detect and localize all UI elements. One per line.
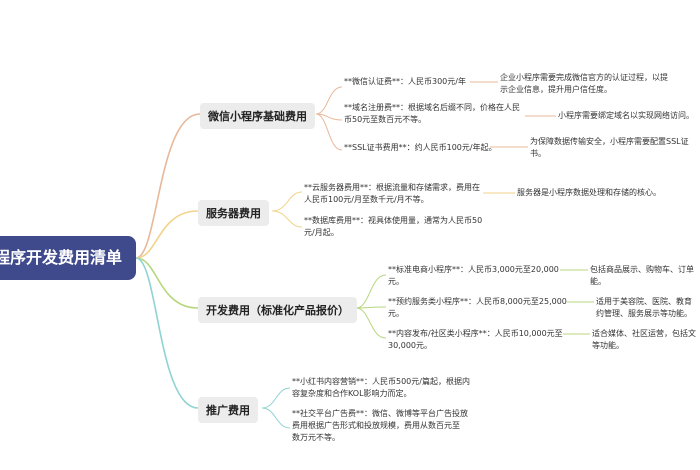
connector-root-b2 <box>135 257 199 309</box>
leaf-domain-fee: **域名注册费**：根据域名后缀不同，价格在人民 币50元至数百元不等。 <box>344 103 520 124</box>
connector-root-b1 <box>135 210 199 259</box>
branch-promotion[interactable]: 推广费用 <box>198 397 258 423</box>
note-content: 适合媒体、社区运营，包括文 等功能。 <box>592 329 696 350</box>
leaf-ssl-fee: **SSL证书费用**：约人民币100元/年起。 <box>344 143 497 152</box>
connector-b3-leaf0 <box>261 387 291 409</box>
leaf-cloud-server: **云服务器费用**：根据流量和存储需求，费用在 人民币100元/月至数千元/月… <box>304 183 480 204</box>
connector-b2-leaf1 <box>355 306 387 309</box>
connector-b0-leaf0 <box>315 86 343 115</box>
connector-b1-leaf1 <box>271 210 303 228</box>
root-title: 程序开发费用清单 <box>0 248 122 267</box>
branch-development[interactable]: 开发费用（标准化产品报价） <box>198 297 357 323</box>
leaf-xiaohongshu: **小红书内容营销**：人民币500元/篇起，根据内 容复杂度和合作KOL影响力… <box>292 377 470 398</box>
root-node[interactable]: 程序开发费用清单 <box>0 236 136 280</box>
connector-b2-leaf0 <box>355 274 387 309</box>
branch-label: 开发费用（标准化产品报价） <box>206 304 349 317</box>
leaf-booking: **预约服务类小程序**：人民币8,000元至25,000 元。 <box>388 297 567 318</box>
branch-label: 服务器费用 <box>206 207 261 220</box>
connector-root-b3 <box>135 257 199 409</box>
connector-root-b0 <box>135 113 201 259</box>
branch-server[interactable]: 服务器费用 <box>198 200 269 226</box>
connector-b3-leaf1 <box>261 407 291 429</box>
note-cloud-server: 服务器是小程序数据处理和存储的核心。 <box>517 188 661 197</box>
leaf-social-ads: **社交平台广告费**：微信、微博等平台广告投放 费用根据广告形式和投放规模，费… <box>292 409 468 442</box>
note-ssl-fee: 为保障数据传输安全，小程序需要配置SSL证 书。 <box>530 137 689 158</box>
branch-label: 微信小程序基础费用 <box>208 110 307 123</box>
connector-b0-leaf2 <box>315 113 343 151</box>
leaf-wechat-cert: **微信认证费**：人民币300元/年 <box>344 77 466 86</box>
note-ecommerce: 包括商品展示、购物车、订单 能。 <box>590 265 694 286</box>
leaf-ecommerce: **标准电商小程序**：人民币3,000元至20,000 元。 <box>388 265 559 286</box>
note-wechat-cert: 企业小程序需要完成微信官方的认证过程，以提 示企业信息，提升用户信任度。 <box>500 73 668 94</box>
note-booking: 适用于美容院、医院、教育 约管理、服务展示等功能。 <box>596 297 692 318</box>
branch-wechat-basic[interactable]: 微信小程序基础费用 <box>200 103 315 129</box>
branch-label: 推广费用 <box>206 404 250 417</box>
leaf-content: **内容发布/社区类小程序**：人民币10,000元至 30,000元。 <box>388 329 563 350</box>
connector-b2-leaf2 <box>355 307 387 339</box>
note-domain-fee: 小程序需要绑定域名以实现网络访问。 <box>558 111 694 120</box>
leaf-database: **数据库费用**：视具体使用量，通常为人民币50 元/月起。 <box>304 216 483 237</box>
connector-b1-leaf0 <box>271 191 303 212</box>
